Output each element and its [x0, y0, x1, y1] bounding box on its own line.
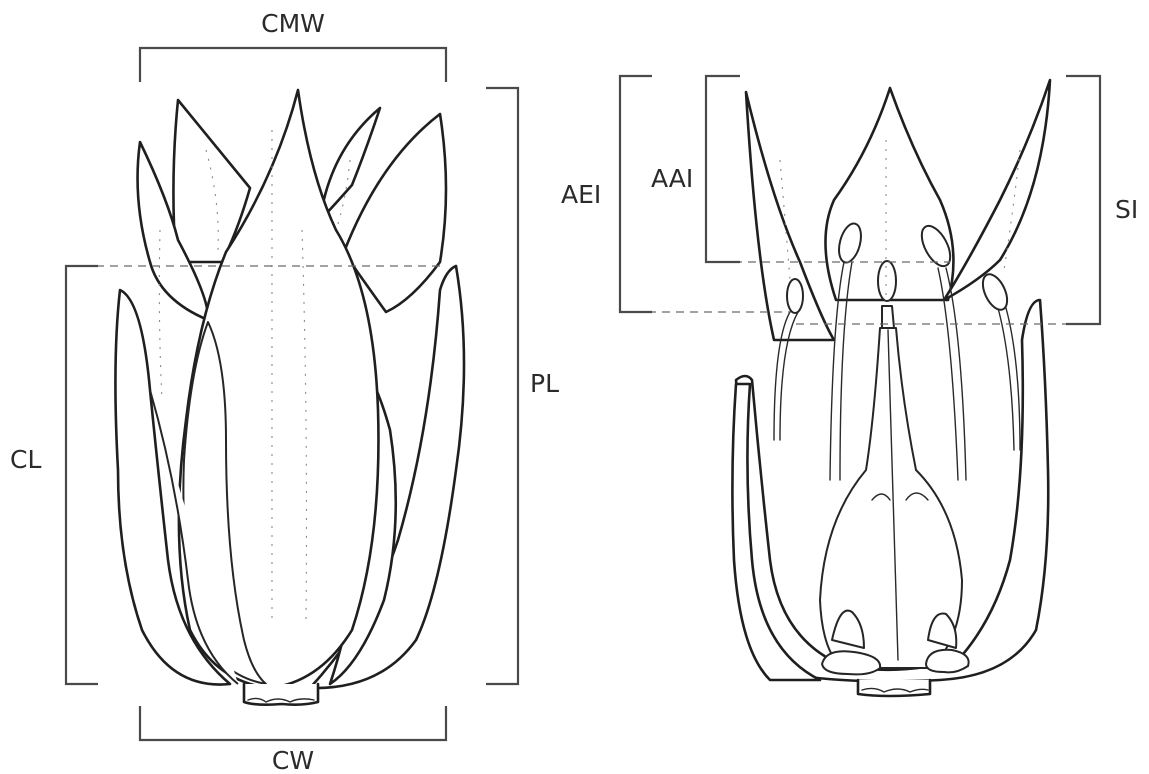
aai-label: AAI	[651, 164, 693, 193]
left-flower-illustration	[115, 90, 464, 705]
pl-label: PL	[530, 369, 559, 398]
right-flower-illustration	[732, 80, 1050, 696]
cw-label: CW	[272, 746, 314, 774]
aei-bracket	[620, 76, 652, 312]
aai-bracket	[706, 76, 740, 262]
cmw-bracket	[140, 48, 446, 82]
cw-bracket	[140, 706, 446, 740]
aei-label: AEI	[561, 180, 601, 209]
pl-bracket	[486, 88, 518, 684]
cl-bracket	[66, 266, 98, 684]
si-bracket	[1066, 76, 1100, 324]
cl-label: CL	[10, 445, 41, 474]
si-label: SI	[1115, 195, 1138, 224]
cmw-label: CMW	[261, 9, 325, 38]
